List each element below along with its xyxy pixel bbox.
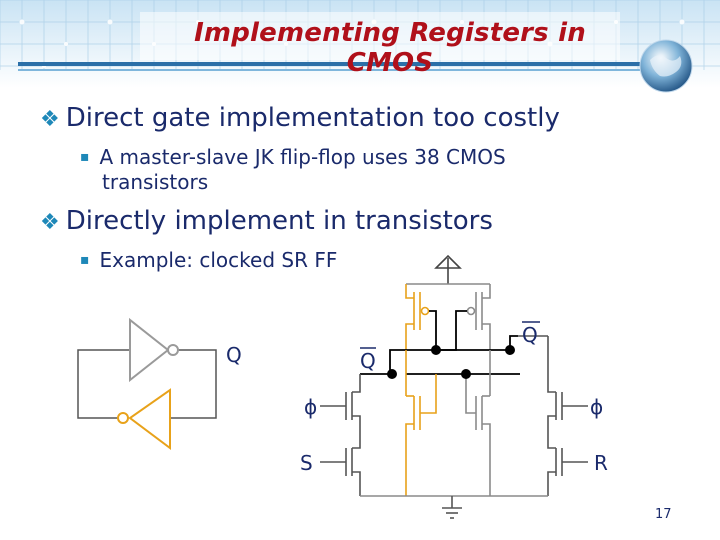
label-qbar: Q (360, 349, 376, 373)
diamond-bullet-icon: ❖ (40, 107, 60, 132)
bullet-text: Direct gate implementation too costly (65, 103, 560, 133)
page-number: 17 (655, 507, 672, 522)
bullet-text: transistors (102, 170, 209, 194)
inverter-bottom (117, 388, 171, 450)
globe-icon (636, 36, 696, 100)
inverter-top (129, 317, 179, 383)
square-bullet-icon: ▪ (80, 252, 90, 268)
label-s: S (300, 451, 313, 475)
bullet-text: A master-slave JK flip-flop uses 38 CMOS (99, 145, 506, 169)
bullet-2-1: ▪ Example: clocked SR FF (80, 248, 337, 276)
label-phi-left: ϕ (304, 395, 317, 419)
label-phi-right: ϕ (590, 395, 603, 419)
bullet-1: ❖ Direct gate implementation too costly (40, 103, 560, 133)
diamond-bullet-icon: ❖ (40, 210, 60, 235)
square-bullet-icon: ▪ (80, 149, 90, 165)
label-r: R (594, 451, 608, 475)
junction-dots (387, 345, 515, 379)
sr-flipflop-transistors (320, 254, 588, 519)
inverter-loop: Q (77, 317, 242, 450)
bullet-1-1-continuation: transistors (102, 170, 208, 195)
label-q-inverter: Q (226, 343, 242, 367)
bullet-1-1: ▪ A master-slave JK flip-flop uses 38 CM… (80, 145, 506, 173)
bullet-text: Directly implement in transistors (65, 206, 493, 236)
ground-icon (442, 496, 462, 519)
label-q: Q (522, 323, 538, 347)
header-banner (0, 0, 720, 88)
vdd-arrow-icon (434, 254, 462, 284)
bullet-text: Example: clocked SR FF (99, 248, 338, 272)
bullet-2: ❖ Directly implement in transistors (40, 206, 493, 236)
slide-title: Implementing Registers in CMOS (194, 18, 586, 78)
